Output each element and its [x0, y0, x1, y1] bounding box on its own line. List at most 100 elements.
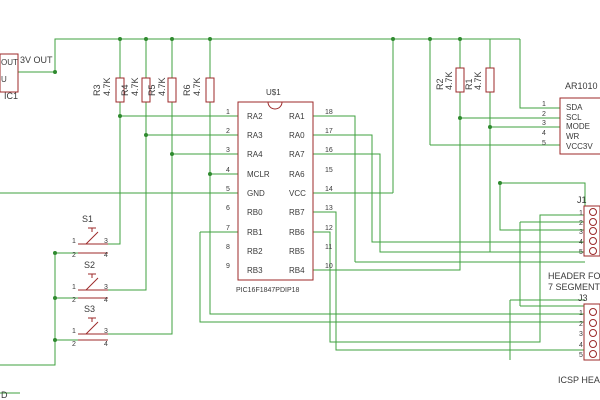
switch-pin: 3 — [104, 238, 108, 245]
pin-label: RB1 — [247, 228, 263, 237]
gnd-mark: D — [1, 390, 8, 400]
pin-label: RB0 — [247, 208, 263, 217]
resistor-r5: R5 4.7K — [147, 77, 177, 103]
switch-pin: 4 — [104, 341, 108, 348]
pin-label: RB6 — [289, 228, 305, 237]
switch-pin: 2 — [72, 297, 76, 304]
switch-pin: 1 — [72, 284, 76, 291]
ar-pin-number: 4 — [542, 130, 546, 137]
j1-name: J1 — [577, 195, 587, 205]
pin-number: 11 — [325, 244, 332, 251]
resistor-value: 4.7K — [130, 77, 140, 96]
switch-pin: 4 — [104, 297, 108, 304]
header-pin: 1 — [579, 210, 583, 217]
pin-label: RB5 — [289, 247, 305, 256]
pin-label: RA0 — [289, 131, 305, 140]
header-pin: 4 — [579, 342, 583, 349]
switch-name: S2 — [84, 260, 95, 270]
mcu-name: U$1 — [266, 88, 281, 97]
pin-number: 8 — [226, 244, 230, 251]
resistor-value: 4.7K — [102, 77, 112, 96]
ic1-name: IC1 — [4, 91, 18, 101]
mcu-part: PIC16F1847PDIP18 — [236, 287, 300, 294]
j3-caption: ICSP HEAD — [558, 375, 600, 385]
pin-label: GND — [247, 189, 265, 198]
pin-number: 2 — [226, 128, 230, 135]
ar-pin-label: MODE — [566, 122, 590, 131]
switch-pin: 3 — [104, 328, 108, 335]
pin-number: 10 — [325, 263, 333, 270]
resistor-r2: R2 4.7K — [435, 67, 465, 93]
pin-number: 6 — [226, 205, 230, 212]
ar-pin-number: 2 — [542, 111, 546, 118]
ar-pin-label: SDA — [566, 103, 583, 112]
pin-label: RB2 — [247, 247, 263, 256]
header-pin: 5 — [579, 249, 583, 256]
pin-number: 17 — [325, 128, 333, 135]
switch-pin: 3 — [104, 284, 108, 291]
mcu-left-pins: RA2 RA3 RA4 MCLR GND RB0 RB1 RB2 RB3 1 2… — [226, 109, 270, 275]
ar-pin-label: WR — [566, 132, 580, 141]
ar-name: AR1010 — [565, 81, 598, 91]
resistor-r6: R6 4.7K — [182, 77, 215, 103]
pin-number: 1 — [226, 109, 230, 116]
ic1-pin-u: U — [1, 75, 7, 84]
resistor-value: 4.7K — [473, 71, 483, 90]
resistor-r1: R1 4.7K — [464, 67, 495, 93]
pin-number: 18 — [325, 109, 333, 116]
switch-s1: S1 1 2 3 4 — [72, 214, 108, 259]
pin-number: 3 — [226, 147, 230, 154]
header-pin: 2 — [579, 220, 583, 227]
header-pin: 1 — [579, 310, 583, 317]
header-pin: 3 — [579, 331, 583, 338]
pin-number: 4 — [226, 167, 230, 174]
ic1-pin-out: OUT — [1, 58, 18, 67]
header-j1: J1 1 2 3 4 5 HEADER FOR 7 SEGMENT — [548, 195, 600, 292]
mcu-right-pins: RA1 RA0 RA7 RA6 VCC RB7 RB6 RB5 RB4 18 1… — [289, 109, 333, 275]
wires — [0, 38, 586, 394]
pin-number: 15 — [325, 167, 333, 174]
resistor-value: 4.7K — [444, 71, 454, 90]
switch-name: S3 — [84, 304, 95, 314]
resistor-r4: R4 4.7K — [120, 77, 151, 103]
resistor-r3: R3 4.7K — [92, 77, 125, 103]
j1-caption: HEADER FOR — [548, 271, 600, 281]
pin-label: RB3 — [247, 266, 263, 275]
radio-module-ar1010: AR1010 SDA SCL MODE WR VCC3V 1 2 3 4 5 — [542, 81, 600, 155]
mcu-pic16f1847: U$1 PIC16F1847PDIP18 RA2 RA3 RA4 MCLR GN… — [226, 88, 333, 294]
pin-label: RA1 — [289, 112, 305, 121]
header-pin: 2 — [579, 321, 583, 328]
resistor-name: R5 — [147, 84, 157, 96]
header-j3: J3 1 2 3 4 5 ICSP HEAD — [558, 293, 600, 385]
resistor-name: R6 — [182, 84, 192, 96]
pin-label: RA7 — [289, 150, 305, 159]
resistor-name: R2 — [435, 78, 445, 90]
ar-pin-label: VCC3V — [566, 142, 593, 151]
pin-label: RA4 — [247, 150, 263, 159]
pin-label: RA2 — [247, 112, 263, 121]
ar-pin-number: 3 — [542, 120, 546, 127]
resistor-name: R3 — [92, 84, 102, 96]
junctions — [53, 37, 502, 342]
resistor-value: 4.7K — [157, 77, 167, 96]
ar-pin-number: 5 — [542, 140, 546, 147]
pin-number: 12 — [325, 225, 333, 232]
ar-pin-number: 1 — [542, 101, 546, 108]
pin-label: VCC — [289, 189, 306, 198]
switch-pin: 1 — [72, 238, 76, 245]
pin-label: MCLR — [247, 170, 270, 179]
j3-name: J3 — [578, 293, 588, 303]
pin-number: 14 — [325, 186, 333, 193]
resistor-name: R4 — [120, 84, 130, 96]
ic1-out-label: 3V OUT — [20, 55, 53, 65]
header-pin: 3 — [579, 229, 583, 236]
ar-pin-label: SCL — [566, 113, 582, 122]
pin-number: 5 — [226, 186, 230, 193]
header-pin: 4 — [579, 239, 583, 246]
pin-number: 7 — [226, 225, 230, 232]
resistor-name: R1 — [464, 78, 474, 90]
switch-name: S1 — [82, 214, 93, 224]
switch-s2: S2 1 2 3 4 — [72, 260, 108, 304]
pin-number: 16 — [325, 147, 333, 154]
